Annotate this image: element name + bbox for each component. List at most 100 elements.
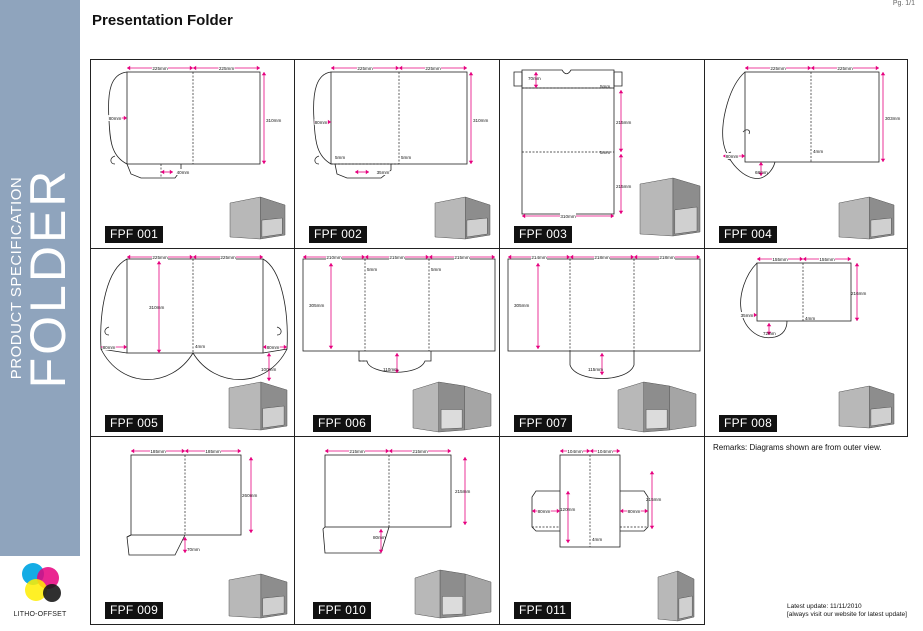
dimension-arrowhead — [156, 349, 162, 353]
spec-code-label: FPF 007 — [514, 415, 573, 432]
dimension-arrowhead — [361, 254, 365, 260]
dimension-label-bg — [531, 254, 547, 260]
flap-outline — [126, 534, 186, 556]
dimension-label: 155mm — [772, 257, 787, 262]
folder-mockup-image — [838, 385, 895, 429]
mockup-panel — [229, 196, 261, 240]
mockup-panel — [669, 385, 697, 431]
dimension-arrowhead — [462, 521, 468, 525]
dimension-label-bg — [770, 65, 786, 71]
dimension-arrowhead — [259, 254, 263, 260]
folder-mockup-image — [838, 196, 895, 240]
dimension-arrowhead — [745, 65, 749, 71]
dimension-label: 70mm — [187, 547, 200, 552]
dimension-label: 115mm — [588, 367, 603, 372]
dimension-arrowhead — [425, 254, 429, 260]
dimension-arrowhead — [634, 254, 638, 260]
dimension-arrowhead — [599, 353, 605, 357]
dimension-arrowhead — [468, 160, 474, 164]
flap-outline — [322, 526, 390, 554]
mockup-panel — [414, 569, 441, 619]
dimension-label: 225mm — [152, 66, 167, 71]
dimension-arrowhead — [378, 529, 384, 533]
dimension-arrowhead — [237, 448, 241, 454]
dimension-arrowhead — [799, 256, 803, 262]
dimension-arrowhead — [854, 263, 860, 267]
spec-code-label: FPF 003 — [514, 226, 573, 243]
dimension-arrowhead — [649, 471, 655, 475]
dimension-arrowhead — [447, 448, 451, 454]
dimension-arrowhead — [803, 256, 807, 262]
dimension-arrowhead — [328, 263, 334, 267]
dimension-arrowhead — [508, 254, 512, 260]
dimension-arrowhead — [811, 65, 815, 71]
mockup-pocket — [466, 217, 488, 238]
folder-mockup-image — [228, 381, 288, 431]
page-title: Presentation Folder — [92, 12, 233, 29]
dimension-arrowhead — [127, 65, 131, 71]
dimension-label: 80mm — [103, 345, 116, 350]
dimension-label: 155mm — [819, 257, 834, 262]
dimension-arrowhead — [327, 119, 331, 125]
dimension-label: 216mm — [851, 291, 866, 296]
dimension-label: 225mm — [152, 255, 167, 260]
dimension-label: 4mm — [813, 149, 823, 154]
dimension-label: 185mm — [150, 449, 165, 454]
dimension-arrowhead — [389, 448, 393, 454]
dimension-label-bg — [659, 254, 675, 260]
flap-outline — [521, 69, 615, 88]
dimension-label-bg — [594, 254, 610, 260]
dimension-label: 80mm — [109, 116, 122, 121]
mockup-pocket — [645, 409, 668, 430]
dimension-label: 72mm — [763, 331, 776, 336]
dimension-label-bg — [389, 254, 405, 260]
dimension-label-bg — [102, 344, 116, 350]
dimension-arrowhead — [193, 254, 197, 260]
dimension-arrowhead — [182, 549, 188, 553]
dimension-arrowhead — [649, 525, 655, 529]
dimension-arrowhead — [248, 457, 254, 461]
dimension-arrowhead — [328, 345, 334, 349]
dimension-label: 80mm — [315, 120, 328, 125]
dimension-arrowhead — [586, 448, 590, 454]
dimension-arrowhead — [880, 72, 886, 76]
panel-outline — [130, 454, 242, 536]
dimension-arrowhead — [331, 65, 335, 71]
dimension-arrowhead — [565, 491, 571, 495]
panel-outline — [744, 71, 880, 163]
dimension-label-bg — [819, 256, 835, 262]
dimension-arrowhead — [394, 369, 400, 373]
dimension-arrowhead — [182, 537, 188, 541]
dimension-arrowhead — [378, 549, 384, 553]
dimension-arrowhead — [847, 256, 851, 262]
dimension-label: 35mm — [741, 313, 754, 318]
dimension-label-bg — [176, 169, 190, 175]
tab-outline — [513, 71, 623, 87]
dimension-arrowhead — [644, 508, 648, 514]
spec-code-label: FPF 002 — [309, 226, 368, 243]
dimension-label-bg — [220, 254, 236, 260]
dimension-arrowhead — [616, 448, 620, 454]
panel-outline — [126, 71, 261, 165]
folder-mockup-image — [412, 381, 492, 433]
dimension-label-bg — [266, 344, 280, 350]
dimension-arrowhead — [365, 254, 369, 260]
dimension-label: 5mm — [431, 267, 441, 272]
glue-mark — [742, 129, 750, 135]
dimension-label-bg — [108, 115, 122, 121]
dimension-arrowhead — [854, 317, 860, 321]
dimension-arrowhead — [185, 448, 189, 454]
dimension-arrowhead — [399, 65, 403, 71]
dimension-label: 80mm — [726, 154, 739, 159]
mockup-panel — [838, 196, 870, 240]
dimension-label: 4mm — [592, 537, 602, 542]
cut-line — [126, 534, 132, 538]
mockup-panel — [228, 381, 262, 431]
flap-outline — [569, 351, 635, 379]
